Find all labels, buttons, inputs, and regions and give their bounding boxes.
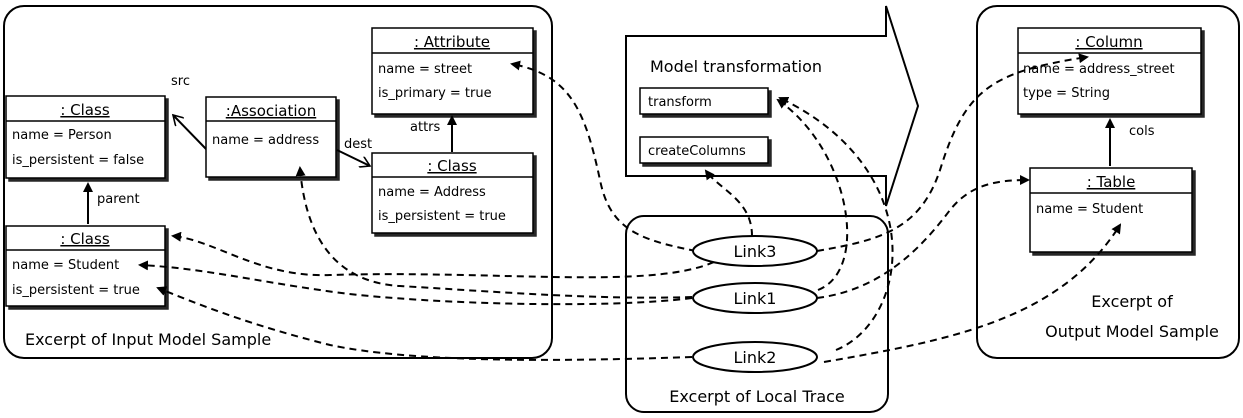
trace-link2-to-table	[823, 223, 1122, 363]
trace-link3-to-create-columns	[704, 169, 753, 237]
class-student-attr-persistent: is_persistent = true	[12, 283, 140, 298]
src-connector	[173, 115, 208, 151]
attribute-title: : Attribute	[414, 33, 490, 51]
link1-label: Link1	[734, 289, 777, 308]
table-attr-name: name = Student	[1036, 202, 1143, 217]
rule-transform-label: transform	[648, 95, 712, 110]
class-address-attr-persistent: is_persistent = true	[378, 209, 506, 224]
class-student-title: : Class	[60, 230, 109, 248]
class-person-attr-persistent: is_persistent = false	[12, 153, 144, 168]
rule-create-columns-label: createColumns	[648, 144, 746, 159]
trace-caption: Excerpt of Local Trace	[669, 387, 845, 406]
association-box: :Association name = address	[205, 96, 337, 178]
class-person-box: : Class name = Person is_persistent = fa…	[5, 95, 166, 179]
association-attr-name: name = address	[212, 133, 319, 148]
trace-link1-to-association	[295, 166, 693, 299]
input-model-caption: Excerpt of Input Model Sample	[25, 330, 271, 349]
column-box: : Column name = address_street type = St…	[1017, 27, 1202, 115]
table-box: : Table name = Student	[1029, 167, 1193, 253]
link2-label: Link2	[734, 348, 777, 367]
class-address-box: : Class name = Address is_persistent = t…	[371, 152, 534, 234]
label-dest: dest	[344, 137, 372, 152]
column-attr-type: type = String	[1023, 86, 1110, 101]
association-title: :Association	[226, 102, 316, 120]
dest-connector	[336, 149, 370, 166]
label-parent: parent	[97, 192, 140, 207]
output-model-caption-line2: Output Model Sample	[1045, 322, 1219, 341]
attribute-box: : Attribute name = street is_primary = t…	[371, 27, 534, 115]
trace-link2-to-class-student	[156, 286, 693, 361]
class-address-title: : Class	[427, 157, 476, 175]
class-address-attr-name: name = Address	[378, 185, 486, 200]
column-title: : Column	[1075, 33, 1142, 51]
rule-create-columns: createColumns	[639, 136, 769, 164]
table-title: : Table	[1087, 173, 1136, 191]
rule-transform: transform	[639, 87, 769, 115]
class-person-attr-name: name = Person	[12, 128, 112, 143]
link1-node: Link1	[692, 282, 818, 314]
trace-link3-to-class-student	[171, 231, 715, 279]
trace-container	[625, 215, 889, 413]
column-attr-name: name = address_street	[1023, 62, 1175, 77]
class-person-title: : Class	[60, 101, 109, 119]
link3-node: Link3	[692, 235, 818, 267]
attribute-attr-primary: is_primary = true	[378, 86, 492, 101]
label-attrs: attrs	[410, 120, 441, 135]
class-student-attr-name: name = Student	[12, 258, 119, 273]
trace-link3-to-column	[816, 53, 1089, 252]
transformation-title: Model transformation	[650, 57, 822, 76]
trace-link3-to-attribute	[510, 60, 697, 252]
output-model-caption-line1: Excerpt of	[1091, 292, 1173, 311]
trace-link1-to-table	[816, 175, 1030, 299]
link2-node: Link2	[692, 341, 818, 373]
link3-label: Link3	[734, 242, 777, 261]
label-cols: cols	[1129, 124, 1155, 139]
attribute-attr-name: name = street	[378, 62, 472, 77]
label-src: src	[171, 74, 190, 89]
